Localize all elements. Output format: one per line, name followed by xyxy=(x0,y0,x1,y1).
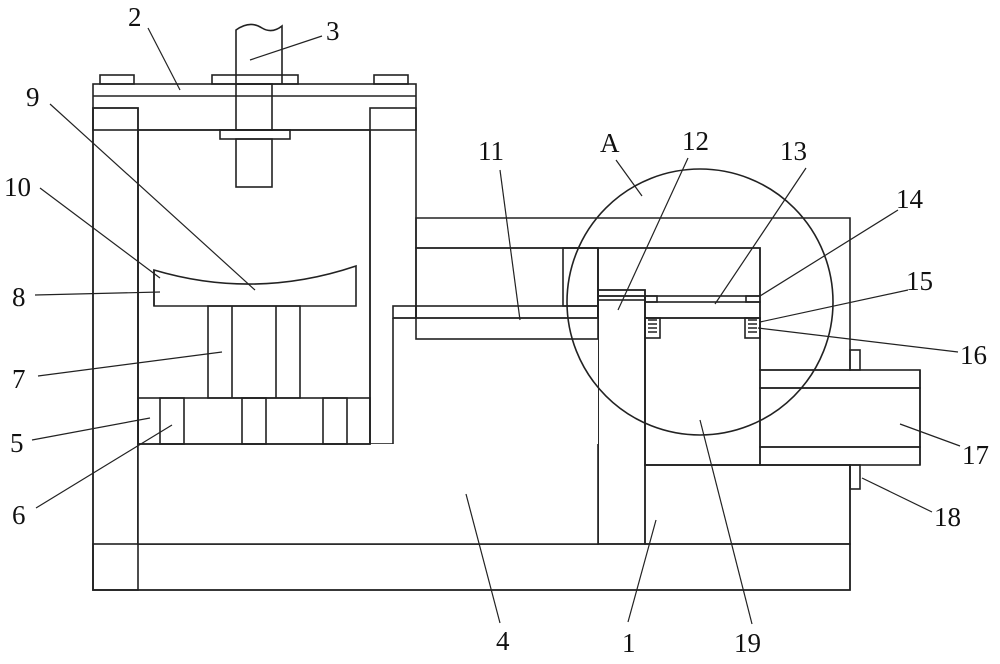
pipe-clamp-bottom xyxy=(849,464,861,490)
sieve-block-2 xyxy=(241,397,267,445)
valve-lever xyxy=(597,289,646,301)
vertical-block xyxy=(562,247,599,307)
label-4: 4 xyxy=(496,626,510,656)
label-2: 2 xyxy=(128,2,142,32)
left-chamber-wall xyxy=(92,107,139,591)
label-16: 16 xyxy=(960,340,987,370)
housing-body xyxy=(92,107,851,591)
label-18: 18 xyxy=(934,502,961,532)
label-3: 3 xyxy=(326,16,340,46)
bottom-wall xyxy=(92,543,851,591)
label-19: 19 xyxy=(734,628,761,658)
sieve-block-1 xyxy=(159,397,185,445)
label-10: 10 xyxy=(4,172,31,202)
lower-cavity xyxy=(138,444,598,544)
outlet-pipe-bore xyxy=(759,387,921,448)
slide-plate xyxy=(415,305,599,340)
upper-chamber xyxy=(137,129,371,445)
label-14: 14 xyxy=(896,184,924,214)
valve-plate xyxy=(644,301,761,319)
middle-cavity xyxy=(393,318,598,444)
spring-right xyxy=(744,317,761,339)
label-A: A xyxy=(600,128,620,158)
sieve-block-3 xyxy=(322,397,348,445)
label-8: 8 xyxy=(12,282,26,312)
top-cover xyxy=(92,83,417,131)
label-15: 15 xyxy=(906,266,933,296)
label-5: 5 xyxy=(10,428,24,458)
label-17: 17 xyxy=(962,440,989,470)
drive-shaft xyxy=(211,23,299,188)
label-11: 11 xyxy=(478,136,504,166)
leader-lines xyxy=(31,27,961,625)
cover-bolt-left xyxy=(99,74,135,85)
channel-interior xyxy=(415,247,599,319)
right-chamber xyxy=(644,317,761,466)
spring-left xyxy=(644,317,661,339)
label-1: 1 xyxy=(622,628,636,658)
label-7: 7 xyxy=(12,364,26,394)
grinding-plate xyxy=(153,264,357,307)
detail-circle-a xyxy=(566,168,834,436)
valve-stop-left xyxy=(644,295,658,303)
label-6: 6 xyxy=(12,500,26,530)
valve-stop-right xyxy=(745,295,761,303)
outlet-pipe-top-wall xyxy=(759,369,921,389)
outlet-pipe-bottom-wall xyxy=(759,446,921,466)
cover-bolt-right xyxy=(373,74,409,85)
label-9: 9 xyxy=(26,82,40,112)
pipe-clamp-top xyxy=(849,349,861,371)
label-12: 12 xyxy=(682,126,709,156)
slide-plate-stub xyxy=(392,305,417,319)
right-lower-wall xyxy=(644,464,851,545)
label-13: 13 xyxy=(780,136,807,166)
sieve-plate xyxy=(137,397,371,445)
part-labels: 2 3 9 10 8 7 5 6 4 1 19 11 A 12 13 14 15… xyxy=(4,2,989,658)
